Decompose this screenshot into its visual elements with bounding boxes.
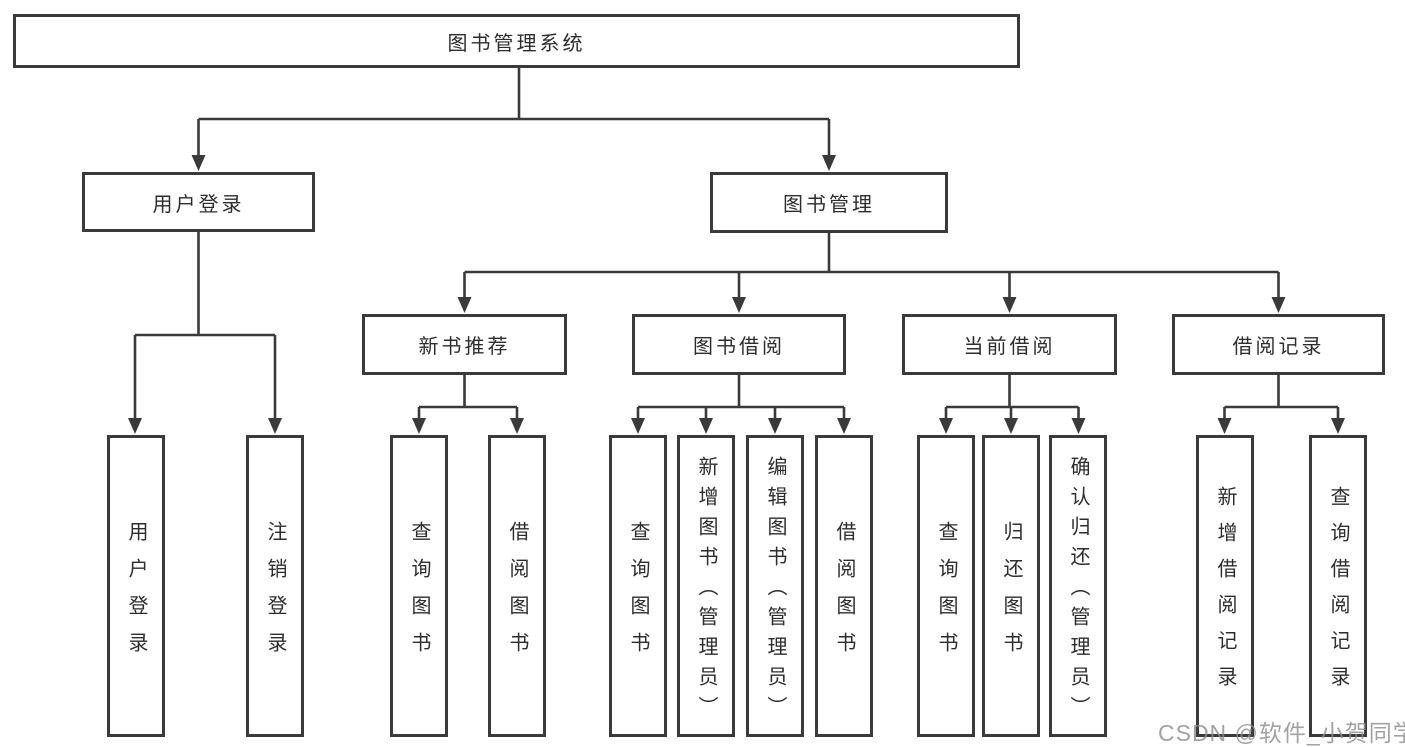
leaf-borrow-books-recommend: 借阅图书 (488, 435, 546, 737)
leaf-logout: 注销登录 (246, 435, 304, 737)
node-label: 图书管理系统 (447, 32, 586, 55)
node-book-borrowing: 图书借阅 (632, 314, 846, 375)
leaf-label: 查询图书 (935, 520, 957, 669)
leaf-add-books-admin: 新增图书（管理员） (677, 435, 735, 737)
node-book-management-system: 图书管理系统 (13, 14, 1020, 68)
node-user-login: 用户登录 (82, 172, 315, 232)
node-label: 新书推荐 (418, 336, 511, 358)
leaf-add-borrow-record: 新增借阅记录 (1196, 435, 1254, 737)
node-book-management: 图书管理 (710, 172, 948, 233)
node-label: 图书管理 (783, 194, 875, 216)
leaf-user-login: 用户登录 (107, 435, 165, 737)
node-new-book-recommendation: 新书推荐 (362, 314, 567, 375)
node-borrowing-records: 借阅记录 (1172, 314, 1385, 375)
csdn-watermark: CSDN @软件_小贺同学 (1158, 720, 1405, 746)
leaf-label: 借阅图书 (833, 520, 855, 669)
leaf-query-books-current: 查询图书 (917, 435, 975, 737)
node-label: 用户登录 (152, 193, 245, 216)
leaf-borrow-books-borrowing: 借阅图书 (815, 435, 873, 737)
leaf-label: 借阅图书 (506, 520, 528, 669)
leaf-return-books: 归还图书 (982, 435, 1040, 737)
leaf-query-borrow-record: 查询借阅记录 (1309, 435, 1367, 737)
leaf-confirm-return-admin: 确认归还（管理员） (1049, 435, 1107, 737)
node-label: 当前借阅 (963, 336, 1056, 358)
leaf-label: 新增借阅记录 (1214, 486, 1236, 702)
leaf-label: 注销登录 (264, 520, 286, 669)
connector-rails (133, 68, 1340, 420)
leaf-label: 查询借阅记录 (1327, 486, 1349, 702)
connector-arrowheads (128, 155, 1345, 434)
leaf-label: 查询图书 (408, 520, 430, 669)
leaf-query-books-recommend: 查询图书 (390, 435, 448, 737)
leaf-label: 用户登录 (125, 520, 147, 669)
leaf-label: 查询图书 (627, 520, 649, 669)
leaf-label: 新增图书（管理员） (695, 456, 717, 726)
node-label: 借阅记录 (1232, 336, 1325, 358)
leaf-label: 编辑图书（管理员） (764, 456, 786, 726)
leaf-label: 归还图书 (1000, 520, 1022, 669)
leaf-label: 确认归还（管理员） (1067, 456, 1089, 726)
leaf-query-books-borrowing: 查询图书 (609, 435, 667, 737)
leaf-edit-books-admin: 编辑图书（管理员） (746, 435, 804, 737)
node-label: 图书借阅 (693, 336, 785, 358)
node-current-borrowing: 当前借阅 (902, 314, 1117, 375)
